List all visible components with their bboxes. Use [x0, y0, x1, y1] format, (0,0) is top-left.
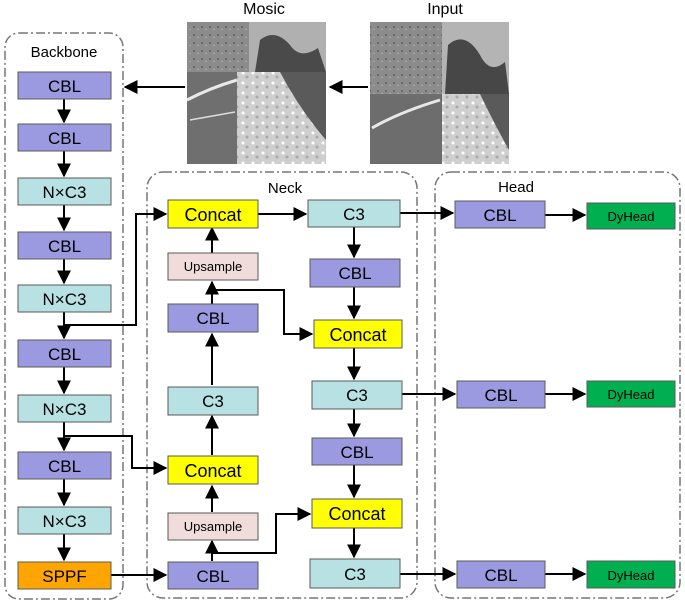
backbone-cbl-4: CBL: [17, 339, 112, 368]
svg-text:Concat: Concat: [184, 205, 241, 225]
svg-text:CBL: CBL: [483, 206, 516, 225]
svg-text:CBL: CBL: [48, 129, 81, 148]
svg-text:N×C3: N×C3: [43, 400, 87, 419]
svg-text:CBL: CBL: [48, 345, 81, 364]
neck-upsample-1: Upsample: [167, 252, 259, 281]
neck-c3-mid: C3: [311, 380, 403, 410]
svg-text:CBL: CBL: [196, 309, 229, 328]
svg-text:N×C3: N×C3: [43, 290, 87, 309]
svg-text:Upsample: Upsample: [184, 519, 243, 534]
svg-text:CBL: CBL: [484, 386, 517, 405]
head-cbl-3: CBL: [456, 560, 546, 589]
neck-c3-left: C3: [167, 386, 259, 416]
neck-upsample-2: Upsample: [167, 512, 259, 541]
svg-text:C3: C3: [346, 386, 368, 405]
backbone-nxc3-4: N×C3: [17, 506, 112, 535]
neck-region: Neck: [146, 171, 418, 599]
svg-text:CBL: CBL: [338, 264, 371, 283]
neck-cbl-4: CBL: [311, 437, 403, 466]
input-image-label: Input: [427, 1, 463, 18]
svg-text:CBL: CBL: [484, 566, 517, 585]
backbone-label: Backbone: [31, 44, 98, 61]
svg-text:C3: C3: [202, 392, 224, 411]
svg-text:CBL: CBL: [340, 443, 373, 462]
backbone-nxc3-1: N×C3: [17, 177, 112, 206]
svg-text:CBL: CBL: [48, 77, 81, 96]
svg-text:CBL: CBL: [196, 567, 229, 586]
svg-text:N×C3: N×C3: [43, 512, 87, 531]
svg-text:CBL: CBL: [48, 457, 81, 476]
svg-text:SPPF: SPPF: [42, 567, 86, 586]
neck-concat-2: Concat: [167, 455, 259, 485]
neck-cbl-1: CBL: [167, 303, 259, 333]
svg-text:DyHead: DyHead: [608, 209, 655, 224]
head-cbl-2: CBL: [456, 380, 546, 409]
svg-text:Upsample: Upsample: [184, 259, 243, 274]
neck-c3-bottom: C3: [309, 558, 401, 589]
svg-text:Concat: Concat: [329, 325, 386, 345]
head-label: Head: [498, 179, 534, 196]
neck-cbl-3: CBL: [309, 258, 401, 288]
mosaic-image: Mosic: [186, 1, 326, 164]
backbone-nxc3-2: N×C3: [17, 284, 112, 313]
svg-text:Concat: Concat: [328, 504, 385, 524]
neck-concat-1: Concat: [167, 199, 259, 229]
backbone-sppf: SPPF: [17, 561, 112, 590]
neck-concat-3: Concat: [313, 319, 403, 349]
backbone-cbl-1: CBL: [17, 71, 112, 100]
svg-text:N×C3: N×C3: [43, 183, 87, 202]
neck-cbl-2: CBL: [167, 561, 259, 590]
head-region: Head: [434, 171, 681, 599]
head-dyhead-1: DyHead: [586, 202, 676, 230]
backbone-cbl-3: CBL: [17, 231, 112, 260]
head-cbl-1: CBL: [454, 200, 546, 229]
backbone-cbl-5: CBL: [17, 451, 112, 480]
neck-c3-top: C3: [307, 199, 401, 228]
svg-text:C3: C3: [343, 205, 365, 224]
input-image: Input: [370, 1, 509, 164]
backbone-cbl-2: CBL: [17, 123, 112, 152]
svg-text:DyHead: DyHead: [608, 387, 655, 402]
backbone-region: Backbone: [4, 32, 124, 600]
neck-label: Neck: [268, 180, 303, 197]
svg-text:DyHead: DyHead: [608, 568, 655, 583]
head-dyhead-3: DyHead: [586, 560, 676, 589]
backbone-nxc3-3: N×C3: [17, 394, 112, 423]
head-dyhead-2: DyHead: [586, 380, 676, 408]
svg-text:C3: C3: [344, 565, 366, 584]
svg-text:Concat: Concat: [184, 461, 241, 481]
nodes: CBL CBL N×C3 CBL N×C3 CBL N×C3 CBL N×C3 …: [17, 71, 676, 590]
mosaic-image-label: Mosic: [243, 1, 285, 18]
svg-text:CBL: CBL: [48, 237, 81, 256]
edges: [57, 99, 587, 582]
neck-concat-4: Concat: [311, 498, 403, 529]
